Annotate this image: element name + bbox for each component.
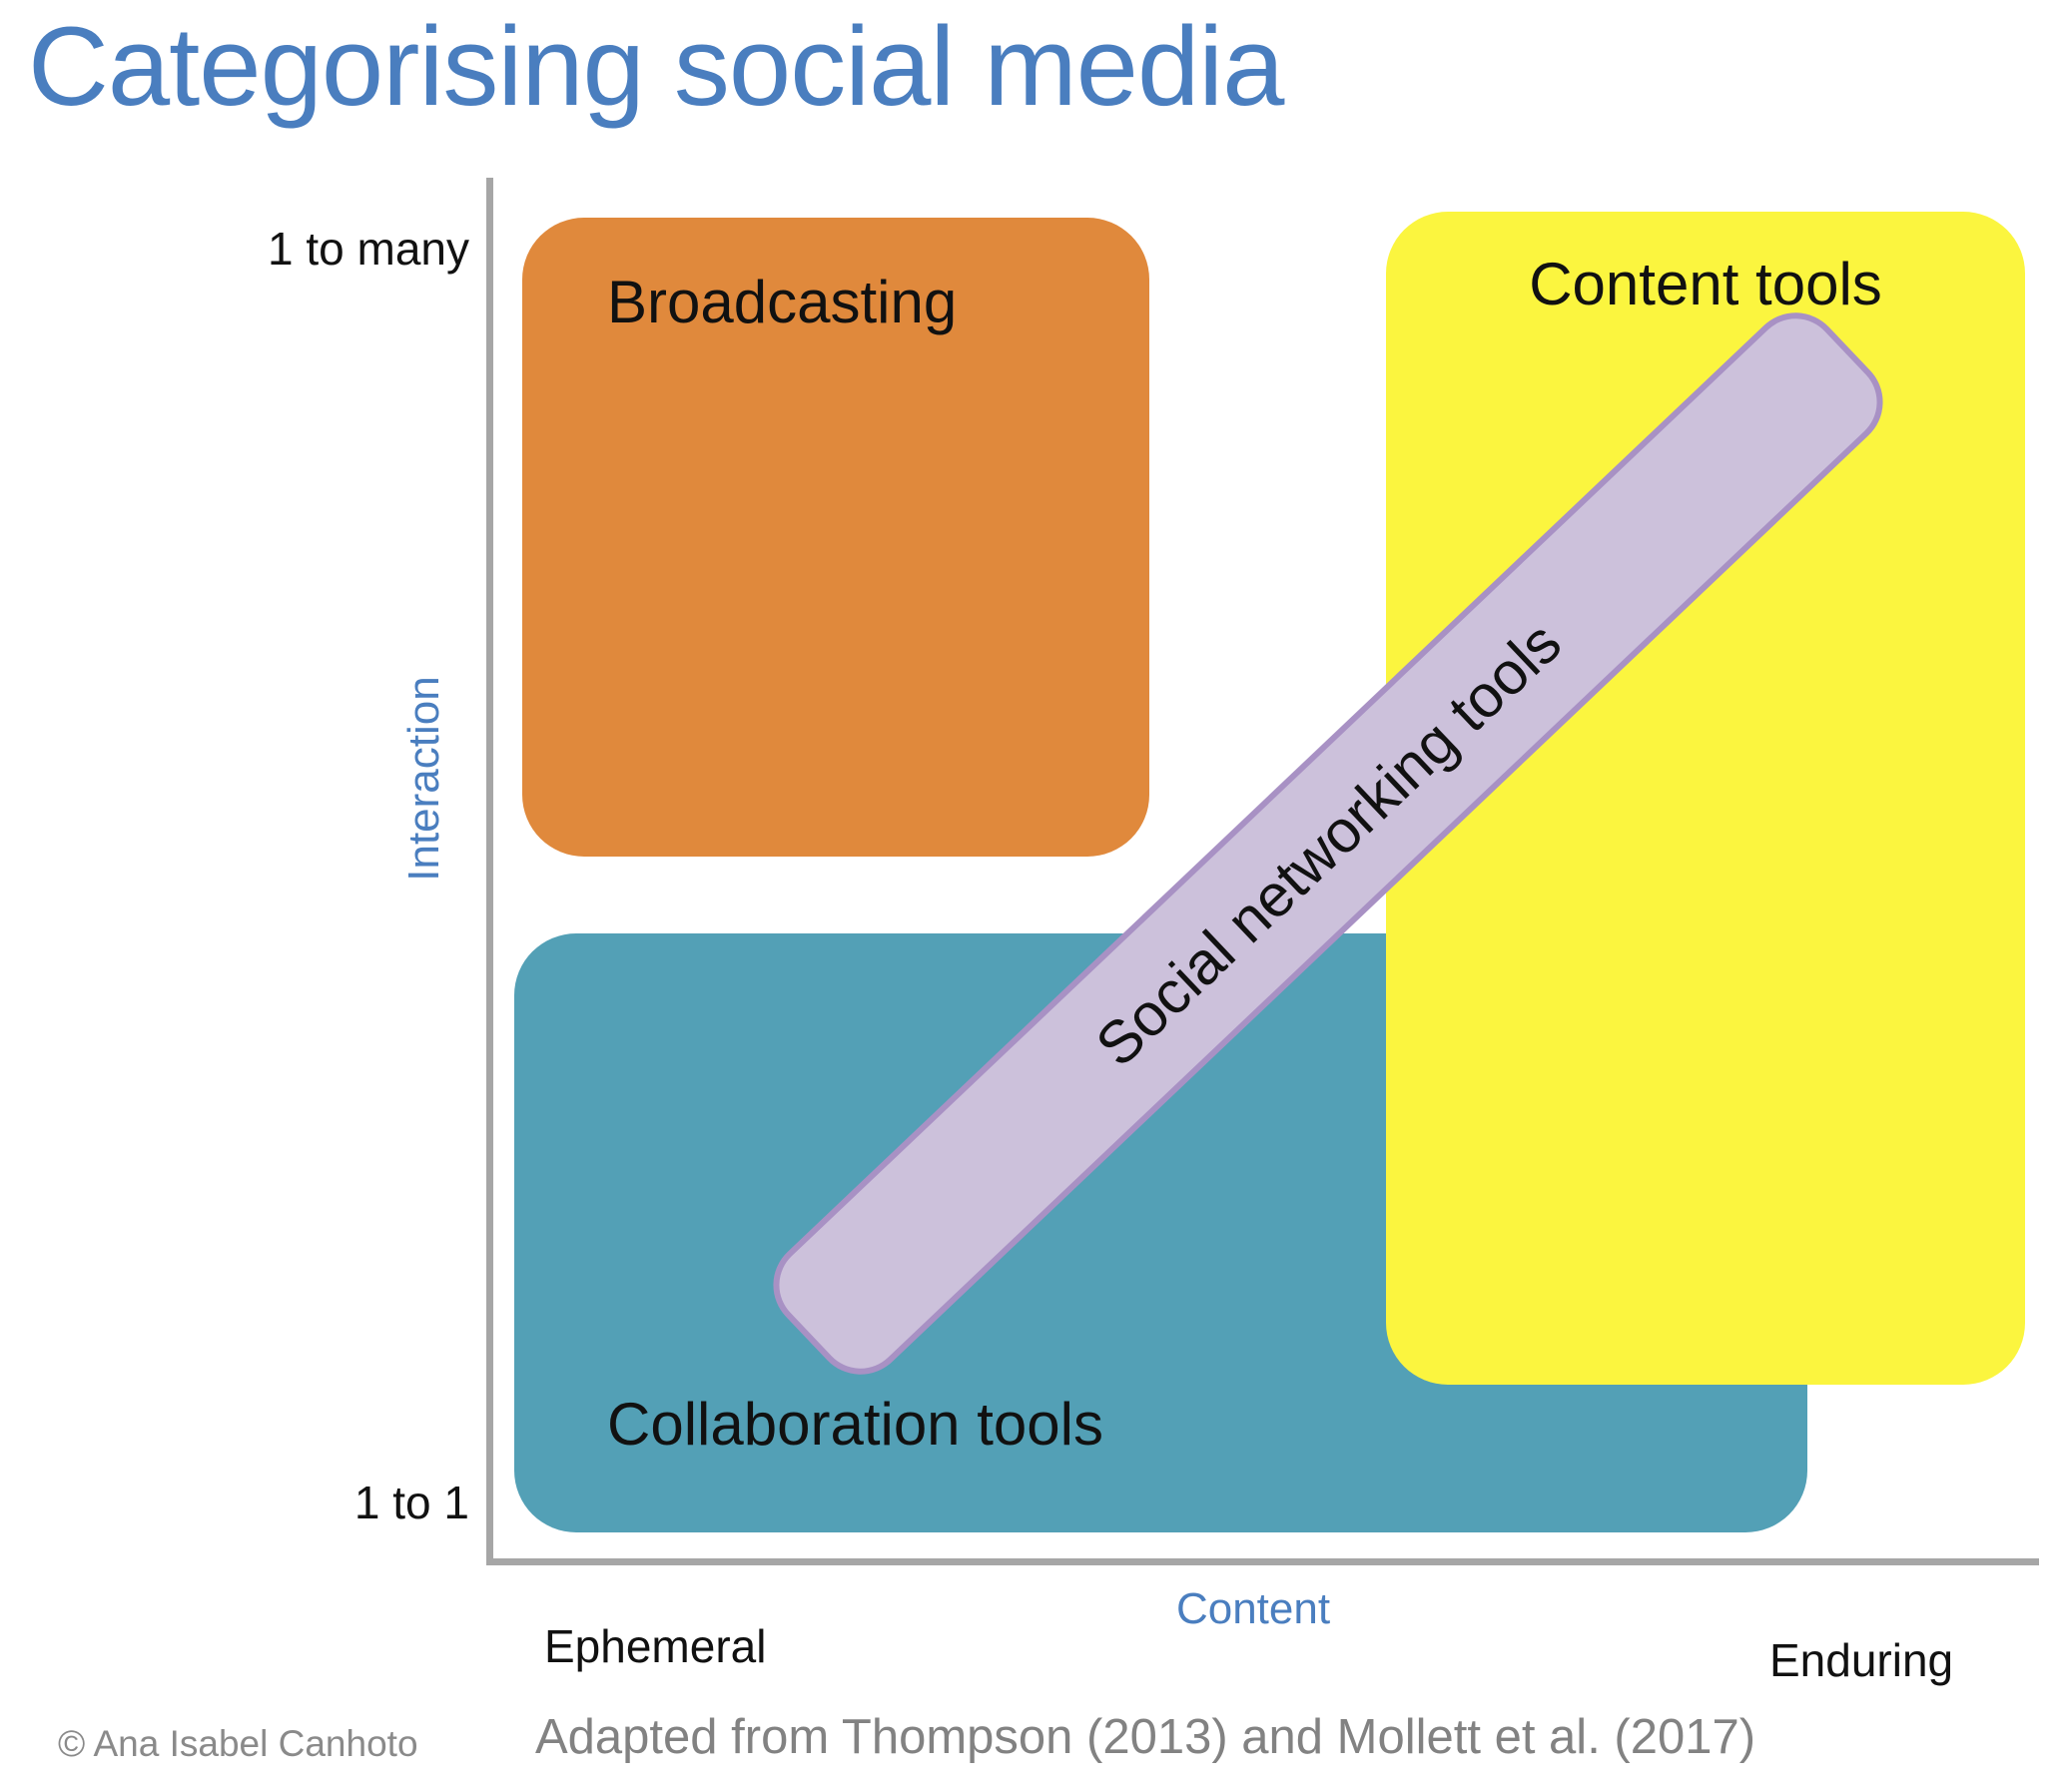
x-axis-right-label: Enduring [1769,1634,1954,1686]
y-axis-bottom-label: 1 to 1 [353,1477,469,1528]
x-axis-line [486,1558,2039,1565]
x-axis-label: Content [1175,1584,1331,1633]
attribution-text: Adapted from Thompson (2013) and Mollett… [535,1710,1756,1764]
broadcasting-box [522,218,1149,857]
y-axis-label: Interaction [399,676,448,882]
collaboration-tools-label: Collaboration tools [607,1391,1103,1458]
x-axis-left-label: Ephemeral [544,1620,767,1672]
y-axis-line [486,178,493,1565]
y-axis-top-label: 1 to many [268,223,469,275]
broadcasting-label: Broadcasting [607,269,958,335]
content-tools-label: Content tools [1529,251,1882,317]
slide-title: Categorising social media [28,4,1284,129]
copyright-text: © Ana Isabel Canhoto [58,1723,418,1764]
